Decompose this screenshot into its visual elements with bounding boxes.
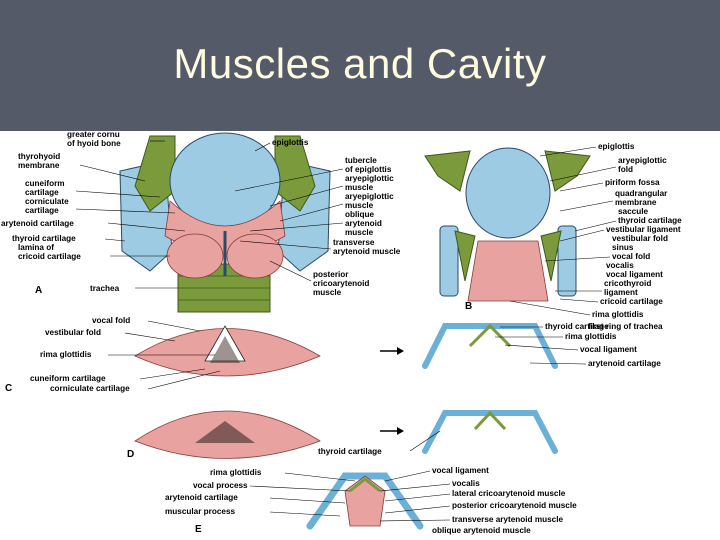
panel-d-labels: thyroid cartilage D [127, 430, 441, 460]
label-c-thyroid-cartilage: thyroid cartilage [545, 322, 609, 331]
panel-a-labels: greater cornu of hyoid bone thyrohyoid m… [1, 131, 401, 297]
label-aryepiglottic-muscle: muscle [345, 183, 374, 192]
panel-b-labels: epiglottis aryepiglottic fold piriform f… [465, 142, 682, 331]
label-c-rima-glottidis: rima glottidis [40, 350, 92, 359]
label-b-cricothyroid: cricothyroid [604, 279, 651, 288]
slide-title: Muscles and Cavity [173, 40, 547, 87]
panel-label-e: E [195, 524, 202, 535]
label-cuneiform-cartilage: cartilage [25, 188, 59, 197]
panel-a-drawing [119, 132, 331, 313]
label-b-thyroid-cartilage: thyroid cartilage [618, 216, 682, 225]
label-e-lateral-cricoarytenoid: lateral cricoarytenoid muscle [452, 489, 566, 498]
label-b-aryepiglottic: aryepiglottic [618, 156, 667, 165]
label-b-first-ring: first ring of trachea [588, 322, 663, 331]
label-greater-cornu: greater cornu [67, 131, 120, 139]
label-arytenoid: arytenoid [345, 219, 382, 228]
label-b-epiglottis: epiglottis [598, 142, 635, 151]
label-b-quadrangular: quadrangular [615, 189, 668, 198]
label-trachea: trachea [90, 284, 120, 293]
panel-label-b: B [465, 301, 472, 312]
panel-label-c: C [5, 383, 12, 394]
posterior-cricoarytenoid-right [226, 233, 284, 279]
label-lamina-of: lamina of [18, 243, 54, 252]
panel-label-d: D [127, 449, 134, 460]
label-b-vocal-fold: vocal fold [612, 252, 650, 261]
label-epiglottis: epiglottis [272, 138, 309, 147]
panel-c-drawing [134, 323, 558, 377]
label-c-cuneiform-cartilage: cuneiform cartilage [30, 374, 106, 383]
label-e-oblique-arytenoid: oblique arytenoid muscle [432, 526, 531, 535]
label-e-vocal-ligament: vocal ligament [432, 466, 489, 475]
label-posterior: posterior [313, 270, 349, 279]
label-c-vocal-ligament: vocal ligament [580, 345, 637, 354]
label-corniculate: corniculate [25, 197, 69, 206]
label-cuneiform: cuneiform [25, 179, 65, 188]
panel-e-labels: rima glottidis vocal process arytenoid c… [165, 466, 577, 535]
panel-d-drawing [134, 410, 558, 459]
label-transverse-arytenoid-muscle: arytenoid muscle [333, 247, 401, 256]
larynx-figure: greater cornu of hyoid bone thyrohyoid m… [0, 131, 720, 540]
label-aryepiglottic: aryepiglottic [345, 174, 394, 183]
label-b-saccule: saccule [618, 207, 648, 216]
label-e-rima-glottidis: rima glottidis [210, 468, 262, 477]
label-oblique: oblique [345, 210, 375, 219]
label-corniculate-cartilage: cartilage [25, 206, 59, 215]
label-cricoid-cartilage: cricoid cartilage [18, 252, 81, 261]
label-oblique-muscle: muscle [345, 228, 374, 237]
label-e-transverse-arytenoid: transverse arytenoid muscle [452, 515, 563, 524]
label-e-vocal-process: vocal process [193, 481, 248, 490]
label-of-hyoid-bone: of hyoid bone [67, 139, 121, 148]
label-c-rima-glottidis-r: rima glottidis [565, 332, 617, 341]
title-bar: Muscles and Cavity [0, 0, 720, 131]
label-c-arytenoid-cartilage: arytenoid cartilage [588, 359, 661, 368]
label-aryepiglottic-muscle-2: muscle [345, 201, 374, 210]
panel-c-labels: vocal fold vestibular fold rima glottidi… [5, 316, 661, 394]
label-c-vocal-fold: vocal fold [92, 316, 130, 325]
label-b-vestibular-ligament: vestibular ligament [606, 225, 681, 234]
label-e-muscular-process: muscular process [165, 507, 236, 516]
label-e-posterior-cricoarytenoid: posterior cricoarytenoid muscle [452, 501, 577, 510]
label-c-vestibular-fold: vestibular fold [45, 328, 101, 337]
panel-b-drawing [424, 147, 591, 302]
label-b-rima-glottidis: rima glottidis [592, 310, 644, 319]
label-e-arytenoid-cartilage: arytenoid cartilage [165, 493, 238, 502]
label-thyrohyoid: thyrohyoid [18, 152, 60, 161]
label-b-cricoid-cartilage: cricoid cartilage [600, 297, 663, 306]
label-aryepiglottic-2: aryepiglottic [345, 192, 394, 201]
larynx-illustration: greater cornu of hyoid bone thyrohyoid m… [1, 131, 682, 535]
label-of-epiglottis: of epiglottis [345, 165, 392, 174]
label-b-vocal-ligament: vocal ligament [606, 270, 663, 279]
vocal-fold-section [467, 240, 549, 302]
label-b-vestibular-fold: vestibular fold [612, 234, 668, 243]
panel-e-drawing [306, 472, 424, 530]
label-b-sinus: sinus [612, 243, 634, 252]
label-cricoarytenoid: cricoarytenoid [313, 279, 369, 288]
label-b-vocalis: vocalis [606, 261, 634, 270]
label-e-vocalis: vocalis [452, 479, 480, 488]
label-membrane: membrane [18, 161, 60, 170]
epiglottis-section [465, 147, 551, 239]
label-thyroid-cartilage: thyroid cartilage [12, 234, 76, 243]
label-transverse: transverse [333, 238, 375, 247]
label-c-corniculate-cartilage: corniculate cartilage [50, 384, 130, 393]
label-b-piriform-fossa: piriform fossa [605, 178, 660, 187]
label-b-ligament: ligament [604, 288, 638, 297]
panel-label-a: A [35, 285, 42, 296]
label-b-fold: fold [618, 165, 633, 174]
label-arytenoid-cartilage: arytenoid cartilage [1, 219, 74, 228]
posterior-cricoarytenoid-left [166, 233, 224, 279]
label-d-thyroid-cartilage: thyroid cartilage [318, 447, 382, 456]
label-tubercle: tubercle [345, 156, 377, 165]
label-b-membrane: membrane [615, 198, 657, 207]
label-cricoarytenoid-muscle: muscle [313, 288, 342, 297]
